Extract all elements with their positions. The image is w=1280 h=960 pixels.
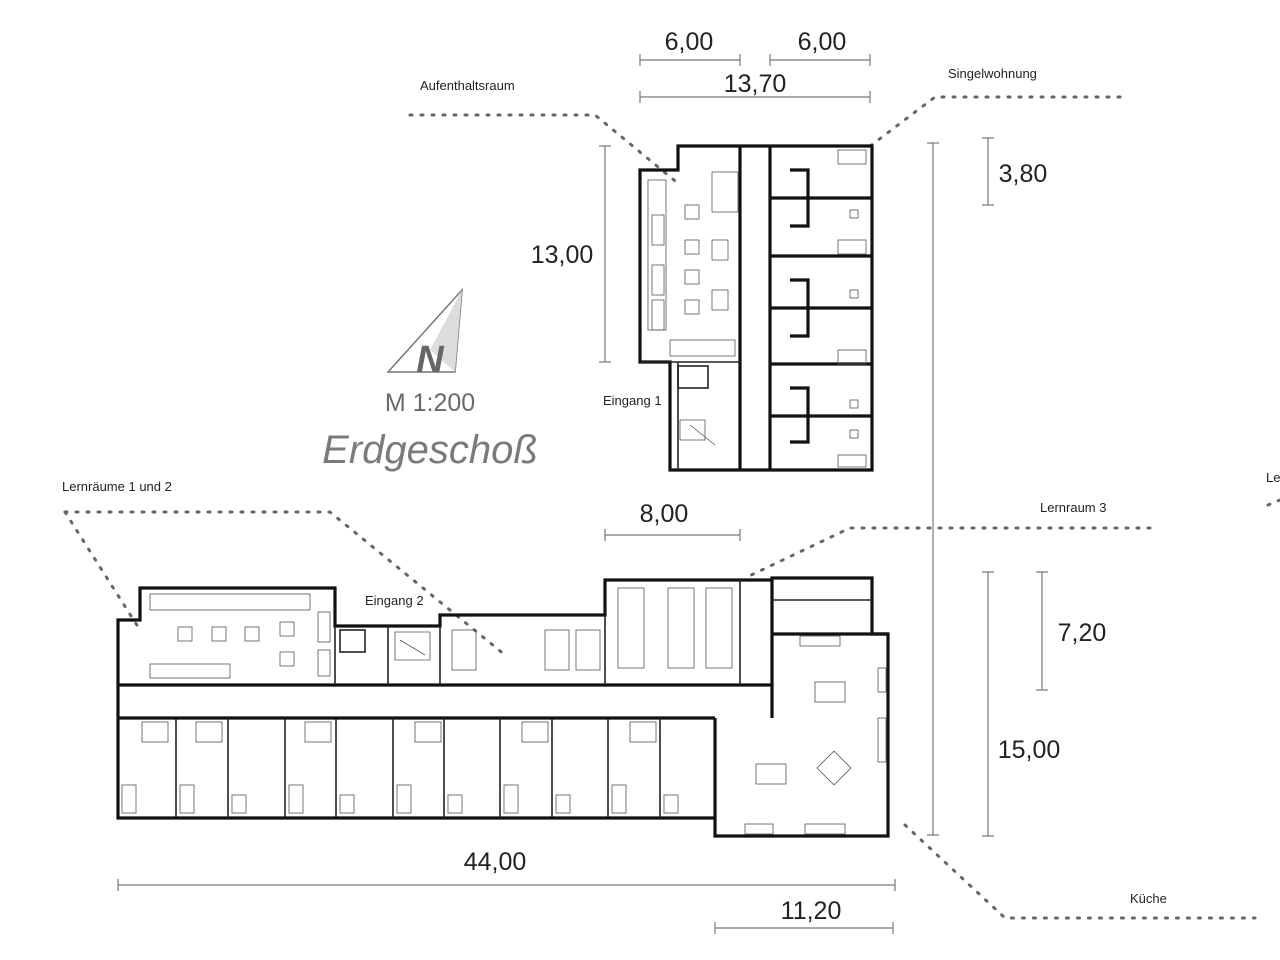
dimension-13-70: 13,70 — [724, 70, 787, 98]
dimension-13-00: 13,00 — [531, 241, 594, 269]
north-letter: N — [416, 339, 445, 381]
dimension-3-80: 3,80 — [999, 160, 1048, 188]
leader-lines — [63, 95, 1280, 920]
dimension-lines — [117, 54, 1048, 934]
label-eingang-1: Eingang 1 — [603, 393, 662, 408]
dimension-11-20: 11,20 — [781, 897, 842, 925]
label-cut-edge: Le — [1266, 470, 1280, 485]
upper-wing — [638, 144, 874, 472]
dimension-44-00: 44,00 — [464, 848, 527, 876]
label-lernraeume-1-2: Lernräume 1 und 2 — [62, 479, 172, 494]
dimension-7-20: 7,20 — [1058, 619, 1107, 647]
lower-wing — [116, 576, 890, 838]
dimension-8-00: 8,00 — [640, 500, 689, 528]
north-arrow-icon: N — [386, 287, 463, 381]
dimension-6-right: 6,00 — [798, 28, 847, 56]
scale-label: M 1:200 — [385, 389, 475, 417]
drawing-title: Erdgeschoß — [322, 428, 538, 472]
label-aufenthaltsraum: Aufenthaltsraum — [420, 78, 515, 93]
dimension-6-left: 6,00 — [665, 28, 714, 56]
dimension-15-00: 15,00 — [998, 736, 1061, 764]
label-eingang-2: Eingang 2 — [365, 593, 424, 608]
label-singelwohnung: Singelwohnung — [948, 66, 1037, 81]
label-lernraum-3: Lernraum 3 — [1040, 500, 1106, 515]
label-kueche: Küche — [1130, 891, 1167, 906]
